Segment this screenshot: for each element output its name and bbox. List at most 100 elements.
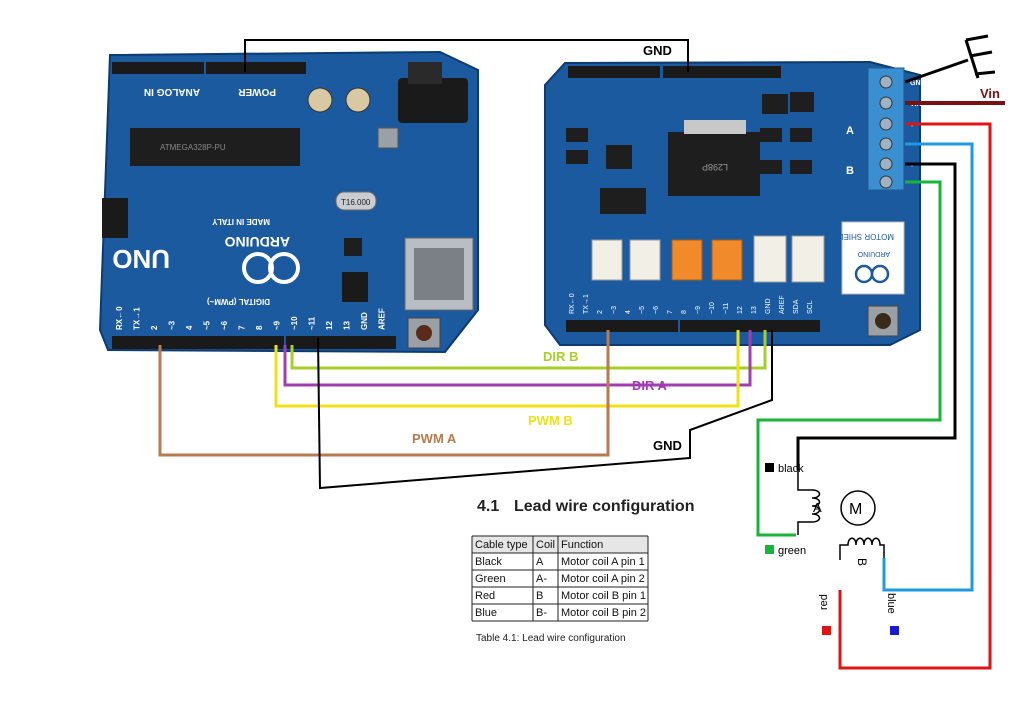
wire-dir-b-label: DIR B (543, 349, 578, 364)
shield-channel-a-label: A (846, 125, 854, 137)
arduino-board: ANALOG IN POWER ATMEGA328P-PU T16.000 UN… (98, 50, 479, 354)
table-cell: Motor coil B pin 2 (561, 607, 646, 619)
shield-pin-label: ~9 (695, 306, 702, 314)
shield-infinity-logo (854, 264, 890, 284)
crystal (335, 191, 377, 211)
table-cell: A (536, 556, 544, 568)
shield-name-label: MOTOR SHIELD (833, 232, 894, 241)
shield-pin-label: AREF (779, 295, 786, 314)
shield-pin-label: 4 (625, 310, 632, 314)
doc-caption: Table 4.1: Lead wire configuration (476, 633, 626, 644)
arduino-pin-label: ~10 (290, 316, 299, 330)
terminal-label: GND (910, 80, 926, 87)
shield-pin-label: RX←0 (569, 293, 576, 314)
arduino-pin-label: 8 (255, 325, 264, 330)
doc-heading: Lead wire configuration (514, 498, 694, 515)
table-header-bg (472, 536, 648, 553)
coil-a-label: A (813, 500, 822, 515)
coil-b (839, 537, 885, 560)
shield-channel-b-label: B (846, 165, 854, 177)
green-label: green (778, 545, 806, 557)
wire-dir-b (290, 330, 767, 370)
shield-logo-panel (841, 221, 905, 295)
table-header-cell: Coil (536, 539, 555, 551)
l298p-driver-chip (668, 132, 760, 196)
table-cell: Motor coil B pin 1 (561, 590, 646, 602)
shield-bottom-header (566, 320, 820, 332)
crystal-label: T16.000 (341, 198, 371, 207)
l298p-label: L298P (702, 162, 728, 172)
table-cell: B (536, 590, 543, 602)
arduino-pin-label: ~9 (273, 320, 282, 330)
motor-symbol-label: M (849, 501, 862, 518)
table-header-cell: Cable type (475, 539, 528, 551)
doc-heading-number: 4.1 (477, 498, 499, 515)
atmega-chip (130, 128, 300, 166)
table-cell: Black (475, 556, 502, 568)
arduino-pin-label: 12 (325, 321, 334, 330)
shield-pin-label: SCL (807, 300, 814, 314)
arduino-pin-label: ~11 (308, 316, 317, 330)
arduino-pin-label: ~3 (168, 320, 177, 330)
wire-red (838, 122, 992, 670)
motor-symbol (840, 490, 876, 526)
red-label: red (818, 594, 830, 610)
wire-pwm-a (158, 330, 610, 457)
table-header-cell: Function (561, 539, 603, 551)
arduino-analog-header (112, 62, 306, 74)
arduino-pin-label: AREF (378, 308, 387, 330)
arduino-pin-label: 4 (185, 325, 194, 330)
shield-terminal-block (867, 67, 905, 191)
arduino-pin-label: ~6 (220, 320, 229, 330)
barrel-jack (398, 78, 468, 123)
icsp-header (102, 198, 128, 238)
blue-marker (890, 626, 899, 635)
shield-pin-label: 13 (751, 306, 758, 314)
arduino-pin-label: TX→1 (133, 307, 142, 330)
ground-symbol (904, 34, 996, 84)
shield-pin-label: GND (765, 298, 772, 314)
arduino-pin-label: GND (360, 312, 369, 330)
table-cell: Motor coil A pin 2 (561, 573, 645, 585)
arduino-model-label: UNO (112, 244, 170, 274)
arduino-analog-label: ANALOG IN (144, 86, 200, 97)
red-marker (822, 626, 831, 635)
arduino-digital-label: DIGITAL (PWM~) (207, 297, 270, 306)
shield-pin-label: ~5 (639, 306, 646, 314)
wire-gnd-top (244, 39, 689, 72)
arduino-pin-label: 13 (343, 321, 352, 330)
wire-pwm-b-label: PWM B (528, 413, 573, 428)
wire-vin-label: Vin (980, 86, 1000, 101)
shield-pin-label: 8 (681, 310, 688, 314)
table-cell: A- (536, 573, 547, 585)
shield-pin-label: ~3 (611, 306, 618, 314)
arduino-power-label: POWER (237, 86, 276, 97)
green-marker (765, 545, 774, 554)
arduino-pin-label: 2 (150, 325, 159, 330)
arduino-infinity-logo (242, 252, 300, 284)
coil-b-label: B (855, 558, 869, 566)
shield-top-header (568, 66, 781, 78)
shield-pin-label: ~11 (723, 303, 730, 314)
wire-gnd-bottom-label: GND (653, 438, 682, 453)
table-cell: Green (475, 573, 506, 585)
shield-pin-label: ~6 (653, 306, 660, 314)
wire-blue (882, 142, 974, 592)
shield-brand-label: ARDUINO (857, 250, 890, 257)
capacitor-2 (345, 87, 371, 113)
wire-dir-a-label: DIR A (632, 378, 668, 393)
blue-label: blue (885, 593, 897, 614)
wire-dir-a (283, 330, 752, 387)
shield-pin-label: ~10 (709, 302, 716, 314)
wire-black (796, 162, 957, 470)
table-cell: Blue (475, 607, 497, 619)
shield-pin-label: 12 (737, 306, 744, 314)
shield-pin-label: TX→1 (583, 294, 590, 314)
shield-pin-label: SDA (793, 299, 800, 314)
